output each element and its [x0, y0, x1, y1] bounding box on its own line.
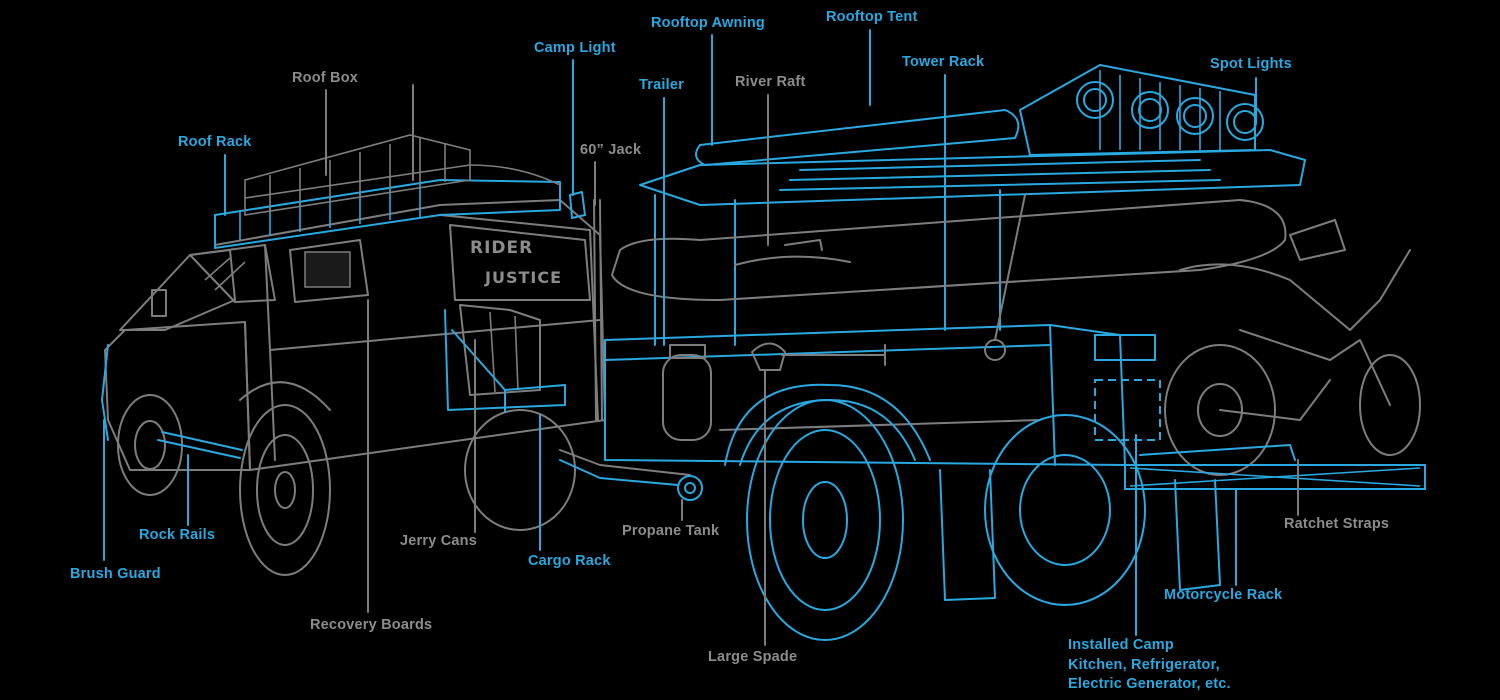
rack-mesh: [1129, 467, 1421, 487]
label-jack: 60” Jack: [580, 142, 642, 158]
label-camp-kitchen-2: Kitchen, Refrigerator,: [1068, 657, 1220, 673]
label-tower-rack: Tower Rack: [902, 54, 985, 70]
rock-rails: [157, 431, 243, 459]
rooftop-tent: [1019, 64, 1256, 156]
motorcycle-rack: [1124, 464, 1426, 490]
large-spade: [751, 342, 886, 371]
jerry-cans: [459, 304, 541, 396]
label-motorcycle-rack: Motorcycle Rack: [1164, 587, 1283, 603]
label-rock-rails: Rock Rails: [139, 527, 216, 543]
label-camp-light: Camp Light: [534, 40, 616, 56]
label-jerry-cans: Jerry Cans: [400, 533, 477, 549]
propane-tank: [662, 344, 712, 441]
label-large-spade: Large Spade: [708, 649, 798, 665]
label-spot-lights: Spot Lights: [1210, 56, 1292, 72]
logo-line2: JUSTICE: [485, 268, 563, 287]
label-camp-kitchen-1: Installed Camp: [1068, 637, 1174, 653]
ratchet-straps: [1139, 444, 1296, 461]
tower-rack: [639, 149, 1306, 346]
leader-lines: [103, 29, 1299, 646]
spot-lights: [1076, 81, 1264, 141]
kitchen-hatch: [1094, 334, 1156, 361]
trailer-lamp: [984, 339, 1006, 361]
river-raft: [611, 199, 1287, 301]
cargo-rack: [444, 309, 566, 413]
label-trailer: Trailer: [639, 77, 684, 93]
logo-line1: RIDER: [470, 238, 534, 258]
motorcycle: [1164, 219, 1421, 476]
camp-kitchen-box: [1094, 379, 1161, 441]
label-cargo-rack: Cargo Rack: [528, 553, 611, 569]
label-propane-tank: Propane Tank: [622, 523, 720, 539]
brush-guard: [101, 344, 109, 441]
label-ratchet-straps: Ratchet Straps: [1284, 516, 1390, 532]
jack: [593, 199, 603, 421]
label-roof-box: Roof Box: [292, 70, 359, 86]
roof-box: [244, 84, 561, 216]
label-river-raft: River Raft: [735, 74, 806, 90]
rooftop-awning: [695, 109, 1020, 166]
roof-rack: [214, 179, 561, 249]
label-camp-kitchen-3: Electric Generator, etc.: [1068, 676, 1231, 692]
label-brush-guard: Brush Guard: [70, 566, 161, 582]
camp-light: [569, 191, 586, 219]
label-rooftop-awning: Rooftop Awning: [651, 15, 765, 31]
label-recovery-boards: Recovery Boards: [310, 617, 433, 633]
label-rooftop-tent: Rooftop Tent: [826, 9, 918, 25]
label-roof-rack: Roof Rack: [178, 134, 252, 150]
trailer-wheel: [746, 399, 1221, 641]
